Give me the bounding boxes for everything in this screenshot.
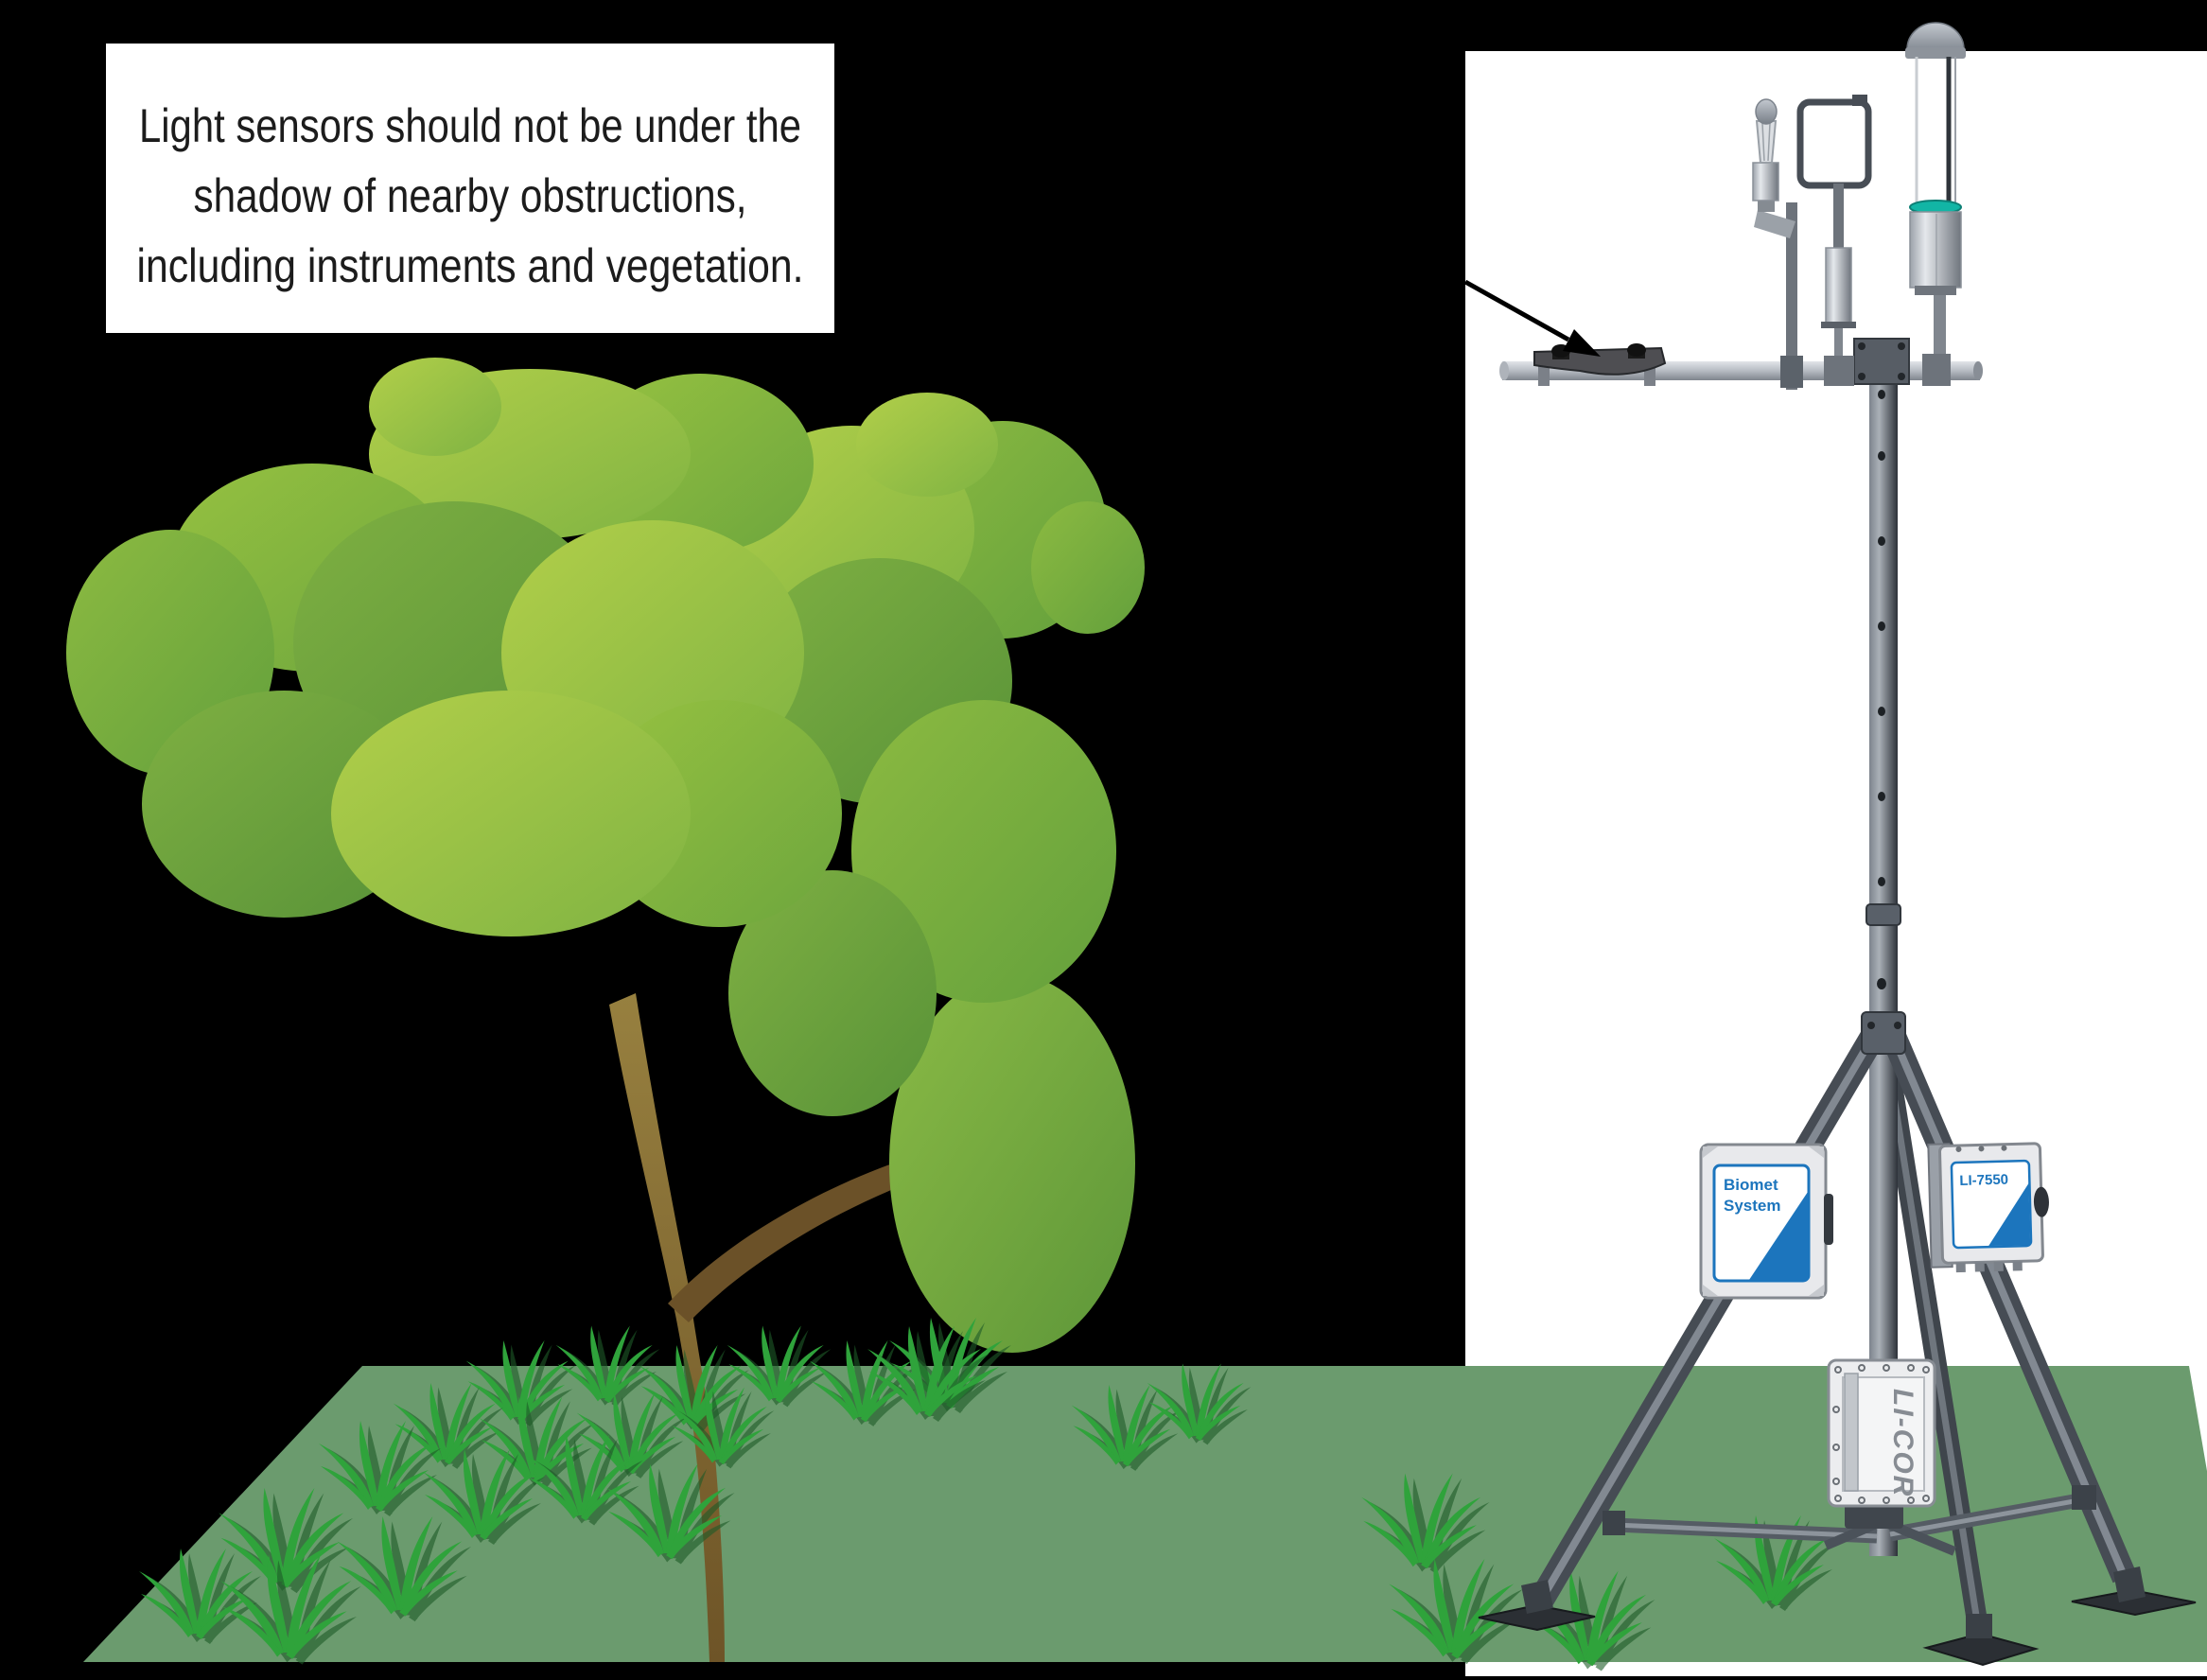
li7550-label-triangle — [1988, 1183, 2031, 1247]
mast-coupling-collar — [1865, 903, 1901, 926]
probe-sensor-assembly — [1752, 98, 1803, 390]
probe-body — [1752, 162, 1779, 201]
probe-tip-bulb — [1755, 98, 1778, 125]
analyzer-arm-clamp — [1922, 354, 1951, 386]
tripod-right-foot-plate — [2071, 1588, 2197, 1617]
frame-lower-rod — [1834, 328, 1843, 357]
brace-right-joint — [2072, 1485, 2096, 1510]
frame-support-flange — [1821, 322, 1856, 328]
crossarm-left-cap — [1499, 361, 1509, 380]
biomet-handle — [1824, 1194, 1833, 1245]
tripod-rear-foot-hinge — [1966, 1614, 1992, 1638]
tripod-rear-foot-plate — [1922, 1632, 2040, 1667]
leaf-blob — [728, 870, 937, 1116]
frame-support-cylinder — [1825, 247, 1852, 324]
flux-tower: Biomet System LI-7550 LI-COR — [1478, 22, 2197, 1667]
logger-box: LI-COR — [1827, 1358, 1936, 1508]
frame-arm-clamp — [1824, 356, 1854, 386]
leaf-blob — [856, 393, 998, 497]
analyzer-dome-skirt — [1905, 47, 1966, 59]
caption-line-2: shadow of nearby obstructions, — [194, 169, 747, 222]
tripod-right-foot-hinge — [2113, 1566, 2146, 1602]
tripod-left-foot-plate — [1478, 1603, 1596, 1632]
apex-bolt — [1894, 1022, 1901, 1029]
tripod-left-leg-highlight — [1538, 1030, 1879, 1601]
gas-analyzer-assembly — [1905, 22, 1966, 386]
crossarm-right-cap — [1973, 361, 1983, 380]
biomet-box: Biomet System — [1699, 1143, 1833, 1300]
tripod-left-foot-hinge — [1521, 1580, 1553, 1614]
frame-sensor-assembly — [1796, 95, 1872, 386]
biomet-label-triangle — [1749, 1192, 1808, 1280]
light-sensor-dome — [1627, 343, 1646, 357]
annotation-arrow — [1463, 279, 1601, 357]
brace-left-highlight — [1613, 1522, 1878, 1539]
frame-top-clamp — [1852, 95, 1867, 106]
frame-support-rod — [1833, 184, 1844, 250]
caption-box: Light sensors should not be under the sh… — [106, 44, 834, 333]
licor-left-rail — [1844, 1373, 1859, 1492]
analyzer-bottom-cap — [1915, 286, 1956, 295]
caption-line-3: including instruments and vegetation. — [137, 239, 804, 292]
li7550-label-text: LI-7550 — [1959, 1172, 2008, 1189]
brace-right-highlight — [1889, 1497, 2080, 1537]
licor-screws — [1832, 1364, 1930, 1504]
leaf-blob — [369, 358, 501, 456]
biomet-label-line-2: System — [1724, 1197, 1780, 1215]
leaf-blob-lower-lobe — [889, 974, 1135, 1353]
probe-elbow-mount — [1754, 210, 1795, 238]
trunk — [609, 993, 725, 1662]
arrow-line — [1463, 279, 1570, 342]
light-sensor-assembly — [1533, 343, 1667, 386]
analyzer-stem — [1934, 295, 1946, 354]
leaf-blob — [331, 691, 691, 936]
leaf-blob — [1031, 501, 1145, 634]
probe-support-rod — [1786, 202, 1797, 390]
li7550-side-connector — [2033, 1186, 2049, 1217]
analyzer-interface-box: LI-7550 — [1927, 1142, 2049, 1273]
probe-rod-clamp — [1780, 356, 1803, 388]
probe-cage — [1755, 120, 1778, 164]
arrow-head — [1563, 329, 1601, 357]
mast-holes — [1877, 390, 1886, 989]
caption-line-1: Light sensors should not be under the — [139, 99, 801, 152]
caption-background — [106, 44, 834, 333]
brace-left-joint — [1603, 1511, 1625, 1535]
tree-canopy — [66, 358, 1145, 1353]
licor-logo-text: LI-COR — [1887, 1389, 1918, 1497]
apex-bolt — [1867, 1022, 1875, 1029]
plate-clamp — [1538, 363, 1550, 386]
biomet-label-line-1: Biomet — [1724, 1176, 1778, 1194]
tripod-apex-collar — [1861, 1011, 1906, 1055]
